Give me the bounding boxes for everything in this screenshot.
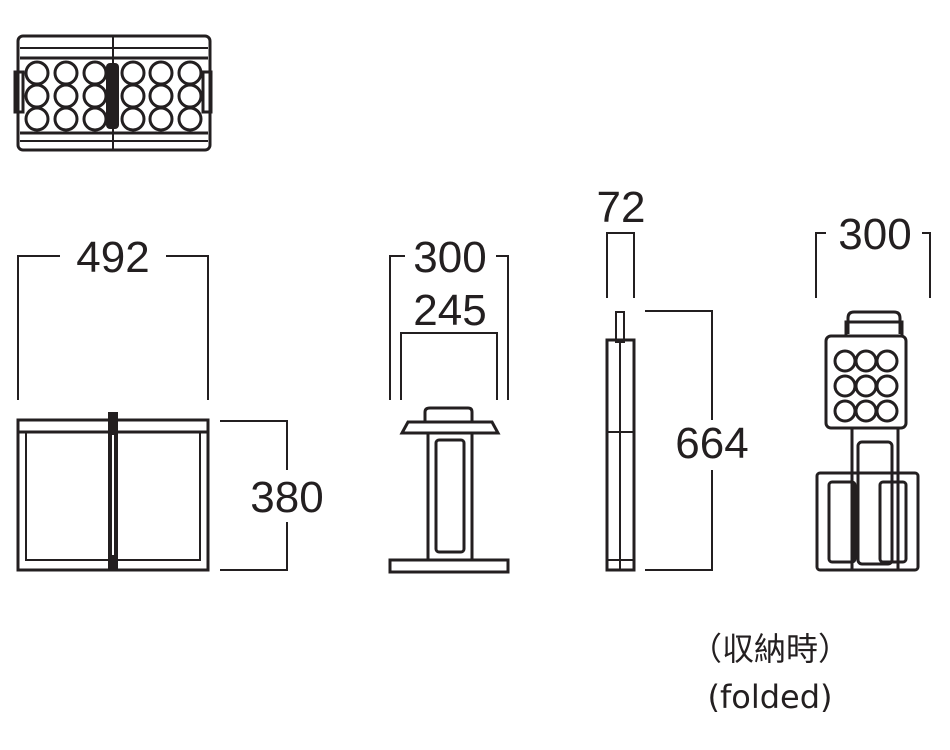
- hole-circle: [53, 106, 79, 132]
- caption-japanese: （収納時）: [690, 630, 850, 668]
- side-view: 300 245: [388, 233, 510, 574]
- hole-circle: [82, 60, 108, 86]
- hole-circle: [24, 83, 50, 109]
- hole-circle: [53, 60, 79, 86]
- hole-circle: [875, 374, 899, 398]
- hole-circle: [177, 106, 203, 132]
- dim-folded-depth: 300: [838, 210, 911, 259]
- folded-side-view: 72 664: [597, 183, 749, 572]
- hole-circle: [24, 60, 50, 86]
- dim-open-width: 492: [76, 233, 149, 282]
- hole-circle: [148, 60, 174, 86]
- hole-circle: [82, 106, 108, 132]
- hole-circle: [854, 399, 878, 423]
- hole-circle: [120, 83, 146, 109]
- hole-circle: [854, 374, 878, 398]
- hole-circle: [833, 399, 857, 423]
- dim-folded-height: 664: [675, 419, 748, 468]
- folded-front-view: 300: [815, 210, 931, 572]
- hole-circle: [148, 106, 174, 132]
- hole-circle: [854, 349, 878, 373]
- hole-circle: [82, 83, 108, 109]
- dim-height: 380: [250, 473, 323, 522]
- hole-circle: [177, 83, 203, 109]
- hole-circle: [148, 83, 174, 109]
- front-view: 492 380: [16, 233, 324, 572]
- hole-circle: [120, 60, 146, 86]
- dim-depth-outer: 300: [413, 233, 486, 282]
- hole-circle: [120, 106, 146, 132]
- hole-circle: [24, 106, 50, 132]
- dim-depth-inner: 245: [413, 286, 486, 335]
- dim-folded-thickness: 72: [597, 183, 646, 232]
- hole-circle: [875, 349, 899, 373]
- hole-circle: [53, 83, 79, 109]
- top-view: [13, 34, 213, 152]
- caption-english: (folded): [707, 678, 832, 716]
- hole-circle: [833, 349, 857, 373]
- hole-circle: [875, 399, 899, 423]
- hole-circle: [833, 374, 857, 398]
- hole-circle: [177, 60, 203, 86]
